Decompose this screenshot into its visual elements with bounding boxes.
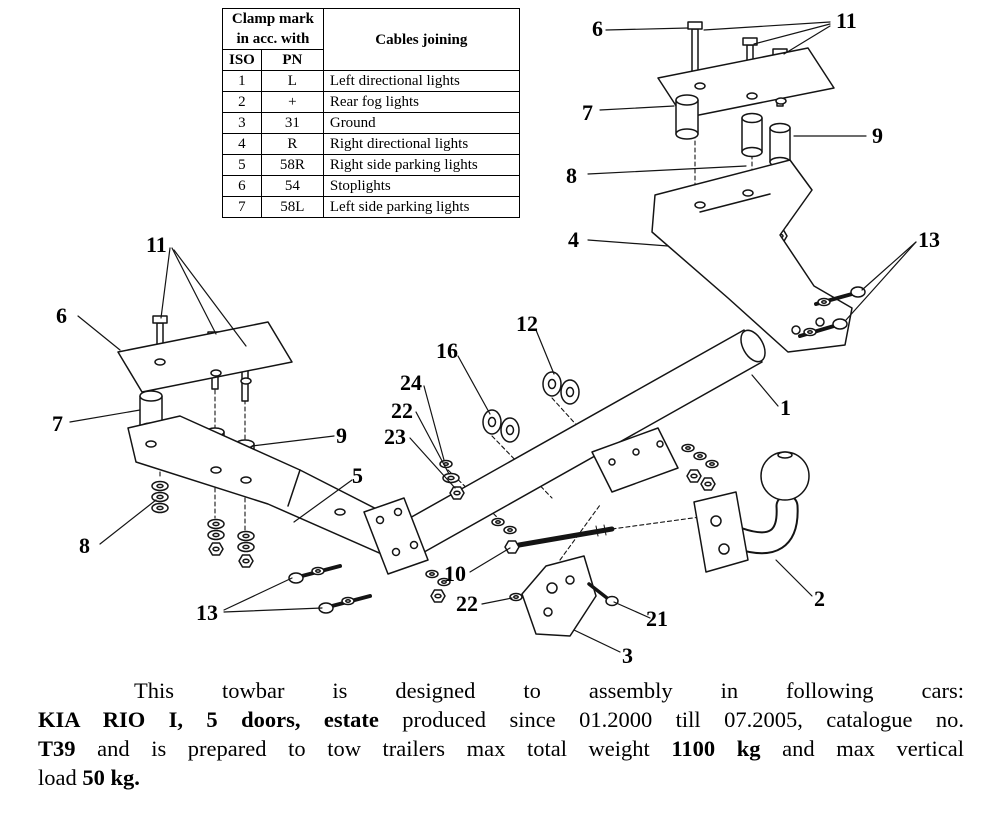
towbar-beam — [363, 329, 766, 603]
cable-cell: Right side parking lights — [322, 154, 520, 176]
right-bracket-assembly — [651, 21, 866, 353]
iso-cell: 4 — [222, 133, 262, 155]
part-label-11-left: 11 — [146, 232, 167, 257]
part-label-21: 21 — [646, 606, 668, 631]
nut-23 — [449, 486, 465, 500]
cable-cell: Left side parking lights — [322, 196, 520, 218]
table-row: 4 R Right directional lights — [222, 133, 520, 155]
table-row: 2 + Rear fog lights — [222, 91, 520, 113]
part-label-24: 24 — [400, 370, 422, 395]
pn-cell: R — [260, 133, 324, 155]
table-header-clamp: Clamp mark in acc. with — [222, 8, 324, 50]
washers-16 — [482, 409, 520, 443]
description-line-3: T39 and is prepared to tow trailers max … — [38, 734, 964, 763]
part-label-22: 22 — [391, 398, 413, 423]
iso-cell: 6 — [222, 175, 262, 197]
iso-cell: 7 — [222, 196, 262, 218]
max-load-text: 50 kg. — [82, 765, 140, 790]
bolt-10 — [504, 524, 615, 554]
wiring-table: Clamp mark in acc. with Cables joining I… — [222, 8, 520, 218]
iso-cell: 3 — [222, 112, 262, 134]
left-top-plate — [117, 321, 293, 393]
pn-cell: 31 — [260, 112, 324, 134]
part-label-6-right: 6 — [592, 16, 603, 41]
right-hex-bolts — [798, 286, 866, 338]
part-label-3: 3 — [622, 643, 633, 668]
part-label-4: 4 — [568, 227, 579, 252]
iso-cell: 2 — [222, 91, 262, 113]
ball-flange — [693, 491, 749, 573]
desc-seg: load — [38, 765, 83, 790]
part-label-23: 23 — [384, 424, 406, 449]
leader-lines — [69, 21, 917, 653]
part-label-9-left: 9 — [336, 423, 347, 448]
part-label-13-left: 13 — [196, 600, 218, 625]
iso-cell: 1 — [222, 70, 262, 92]
table-row: 6 54 Stoplights — [222, 175, 520, 197]
desc-seg: and max vertical — [760, 736, 964, 761]
desc-seg: This towbar is designed to assembly in f… — [134, 678, 964, 703]
table-row: 7 58L Left side parking lights — [222, 196, 520, 218]
part-label-6-left: 6 — [56, 303, 67, 328]
part-label-7-right: 7 — [582, 100, 593, 125]
part-label-5: 5 — [352, 463, 363, 488]
part-label-8-left: 8 — [79, 533, 90, 558]
table-header-cables: Cables joining — [322, 8, 520, 71]
cable-cell: Right directional lights — [322, 133, 520, 155]
catalogue-no-text: T39 — [38, 736, 76, 761]
center-fittings — [439, 371, 719, 637]
table-row: 1 L Left directional lights — [222, 70, 520, 92]
pn-cell: L — [260, 70, 324, 92]
table-header-iso: ISO — [222, 49, 262, 71]
tow-ball — [693, 451, 810, 573]
table-row: 3 31 Ground — [222, 112, 520, 134]
part-label-2: 2 — [814, 586, 825, 611]
part-label-7-left: 7 — [52, 411, 63, 436]
pn-cell: 58R — [260, 154, 324, 176]
desc-seg: and is prepared to tow trailers max tota… — [75, 736, 672, 761]
description-line-4: load 50 kg. — [38, 763, 964, 792]
washers-12 — [542, 371, 580, 405]
pn-cell: + — [260, 91, 324, 113]
part-label-13-right: 13 — [918, 227, 940, 252]
part-label-10: 10 — [444, 561, 466, 586]
max-weight-text: 1100 kg — [671, 736, 761, 761]
pn-cell: 54 — [260, 175, 324, 197]
table-header-clamp-line2: in acc. with — [236, 31, 310, 47]
description-line-1: This towbar is designed to assembly in f… — [38, 676, 964, 705]
table-header-pn: PN — [260, 49, 324, 71]
description-line-2: KIA RIO I, 5 doors, estate produced sinc… — [38, 705, 964, 734]
description-text: This towbar is designed to assembly in f… — [38, 676, 964, 792]
assembly-diagram: 6 11 7 9 8 4 13 11 6 12 16 24 22 23 7 9 … — [52, 8, 940, 668]
car-model-text: KIA RIO I, 5 doors, estate — [38, 707, 379, 732]
part-label-16: 16 — [436, 338, 458, 363]
part-label-12: 12 — [516, 311, 538, 336]
part-label-11-right: 11 — [836, 8, 857, 33]
bolt-21 — [587, 582, 619, 607]
anchor-plate-3 — [521, 555, 597, 637]
iso-cell: 5 — [222, 154, 262, 176]
left-hex-bolts — [288, 564, 372, 614]
washer-22b — [509, 592, 523, 602]
part-label-22b: 22 — [456, 591, 478, 616]
cable-cell: Left directional lights — [322, 70, 520, 92]
part-label-9-right: 9 — [872, 123, 883, 148]
part-label-8-right: 8 — [566, 163, 577, 188]
cable-cell: Ground — [322, 112, 520, 134]
table-row: 5 58R Right side parking lights — [222, 154, 520, 176]
table-header-clamp-line1: Clamp mark — [231, 11, 314, 27]
part-labels: 6 11 7 9 8 4 13 11 6 12 16 24 22 23 7 9 … — [52, 8, 940, 668]
part-label-1: 1 — [780, 395, 791, 420]
cable-cell: Stoplights — [322, 175, 520, 197]
desc-seg: produced since 01.2000 till 07.2005, cat… — [378, 707, 964, 732]
cable-cell: Rear fog lights — [322, 91, 520, 113]
pn-cell: 58L — [260, 196, 324, 218]
